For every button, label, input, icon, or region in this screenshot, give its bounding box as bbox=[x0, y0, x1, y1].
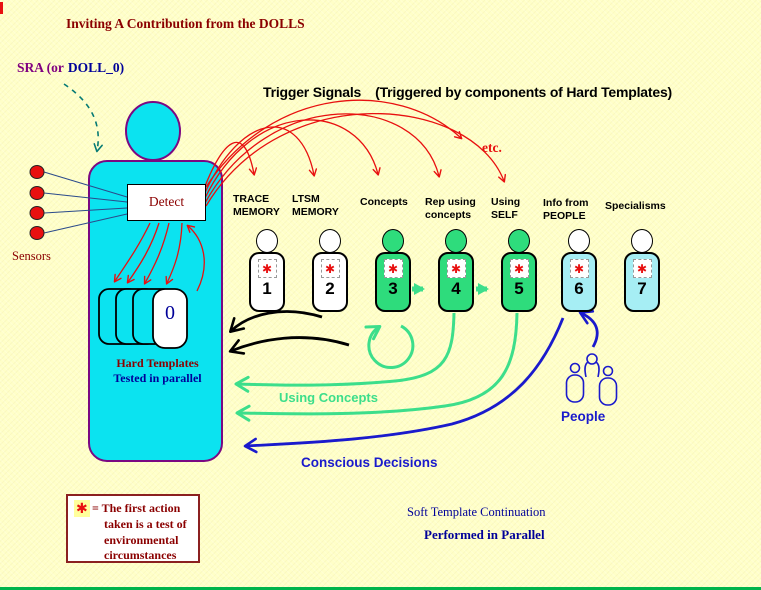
sra-label-part2: DOLL_0) bbox=[67, 60, 125, 75]
asterisk-icon: ✱ bbox=[636, 262, 648, 276]
doll-head-icon bbox=[631, 229, 653, 253]
self-loop-arrow bbox=[364, 324, 415, 370]
doll-4: ✱ 4 bbox=[438, 229, 474, 313]
asterisk-badge: ✱ bbox=[257, 259, 277, 278]
doll-head-icon bbox=[445, 229, 467, 253]
trigger-heading-main: Trigger Signals bbox=[263, 84, 362, 100]
doll-body: ✱ 3 bbox=[375, 252, 411, 312]
legend-box: ✱ = The first action taken is a test of … bbox=[66, 494, 200, 563]
doll-body: ✱ 1 bbox=[249, 252, 285, 312]
corner-mark bbox=[0, 2, 3, 14]
etc-label: etc. bbox=[482, 140, 502, 155]
using-concepts-arrows bbox=[234, 312, 519, 422]
trigger-heading-note: (Triggered by components of Hard Templat… bbox=[375, 84, 672, 100]
doll-label-2: LTSM MEMORY bbox=[292, 193, 339, 218]
doll-2: ✱ 2 bbox=[312, 229, 348, 313]
sra-label-part1: SRA (or bbox=[17, 60, 64, 75]
asterisk-icon: ✱ bbox=[261, 262, 273, 276]
asterisk-badge: ✱ bbox=[569, 259, 589, 278]
legend-line: = The first action bbox=[92, 501, 181, 515]
doll-body: ✱ 4 bbox=[438, 252, 474, 312]
sensor-dot-icon bbox=[29, 206, 45, 220]
legend-line: circumstances bbox=[104, 548, 177, 562]
asterisk-icon: ✱ bbox=[450, 262, 462, 276]
robot-figure bbox=[88, 101, 223, 462]
asterisk-badge: ✱ bbox=[446, 259, 466, 278]
robot-head bbox=[125, 101, 181, 161]
doll-head-icon bbox=[568, 229, 590, 253]
asterisk-badge: ✱ bbox=[383, 259, 403, 278]
people-to-doll6-arrow bbox=[578, 310, 599, 348]
trigger-signal-arrows bbox=[201, 99, 506, 207]
doll-number: 4 bbox=[451, 279, 461, 298]
sensor-group bbox=[29, 165, 128, 240]
people-label: People bbox=[561, 409, 606, 424]
doll-label-7: Specialisms bbox=[605, 200, 666, 212]
doll-body: ✱ 2 bbox=[312, 252, 348, 312]
doll-head-icon bbox=[508, 229, 530, 253]
sensor-dot-icon bbox=[29, 165, 45, 179]
sensors-label: Sensors bbox=[12, 249, 51, 263]
asterisk-icon: ✱ bbox=[324, 262, 336, 276]
using-concepts-label: Using Concepts bbox=[279, 390, 378, 405]
doll-label-4: Rep using concepts bbox=[425, 196, 476, 221]
doll-body: ✱ 7 bbox=[624, 252, 660, 312]
doll-number: 2 bbox=[325, 279, 335, 298]
doll-head-icon bbox=[382, 229, 404, 253]
doll-3: ✱ 3 bbox=[375, 229, 411, 313]
conscious-decisions-label: Conscious Decisions bbox=[301, 455, 438, 470]
template-to-detect-arrow bbox=[186, 224, 205, 292]
doll-number: 1 bbox=[262, 279, 272, 298]
soft-template-label-1: Soft Template Continuation bbox=[407, 505, 546, 519]
hard-templates-label-2: Tested in parallel bbox=[113, 371, 202, 385]
hard-templates-label-1: Hard Templates bbox=[116, 356, 199, 370]
asterisk-icon: ✱ bbox=[387, 262, 399, 276]
doll-head-icon bbox=[319, 229, 341, 253]
doll-number: 5 bbox=[514, 279, 524, 298]
conscious-decisions-arrow bbox=[243, 317, 565, 454]
legend-asterisk-icon: ✱ bbox=[74, 500, 90, 517]
soft-template-label-2: Performed in Parallel bbox=[424, 527, 545, 542]
doll-number: 7 bbox=[637, 279, 647, 298]
detect-box: Detect bbox=[127, 184, 206, 221]
doll-1: ✱ 1 bbox=[249, 229, 285, 313]
template-zero-label: 0 bbox=[165, 302, 175, 324]
sensor-dot-icon bbox=[29, 226, 45, 240]
asterisk-icon: ✱ bbox=[573, 262, 585, 276]
doll-7: ✱ 7 bbox=[624, 229, 660, 313]
legend-line: environmental bbox=[104, 533, 179, 547]
doll-head-icon bbox=[256, 229, 278, 253]
trigger-arrow-etc bbox=[205, 99, 463, 188]
people-icon bbox=[565, 353, 618, 406]
sensor-dot-icon bbox=[29, 186, 45, 200]
page-title: Inviting A Contribution from the DOLLS bbox=[66, 16, 305, 31]
doll-6: ✱ 6 bbox=[561, 229, 597, 313]
bottom-edge-line bbox=[0, 587, 761, 590]
sra-pointer-arrow bbox=[63, 83, 103, 153]
doll-label-3: Concepts bbox=[360, 196, 408, 208]
doll-label-1: TRACE MEMORY bbox=[233, 193, 280, 218]
asterisk-badge: ✱ bbox=[632, 259, 652, 278]
doll-label-6: Info from PEOPLE bbox=[543, 197, 589, 222]
doll-number: 3 bbox=[388, 279, 398, 298]
doll-5: ✱ 5 bbox=[501, 229, 537, 313]
feedback-arrows-black bbox=[228, 310, 350, 355]
asterisk-badge: ✱ bbox=[509, 259, 529, 278]
doll-body: ✱ 6 bbox=[561, 252, 597, 312]
asterisk-badge: ✱ bbox=[320, 259, 340, 278]
hard-template-zero-card bbox=[152, 288, 188, 349]
doll-label-5: Using SELF bbox=[491, 196, 521, 221]
legend-line: taken is a test of bbox=[104, 517, 187, 531]
trigger-heading: Trigger Signals (Triggered by components … bbox=[263, 84, 672, 100]
doll-body: ✱ 5 bbox=[501, 252, 537, 312]
asterisk-icon: ✱ bbox=[513, 262, 525, 276]
detect-to-templates-arrows bbox=[113, 222, 205, 292]
doll-number: 6 bbox=[574, 279, 584, 298]
